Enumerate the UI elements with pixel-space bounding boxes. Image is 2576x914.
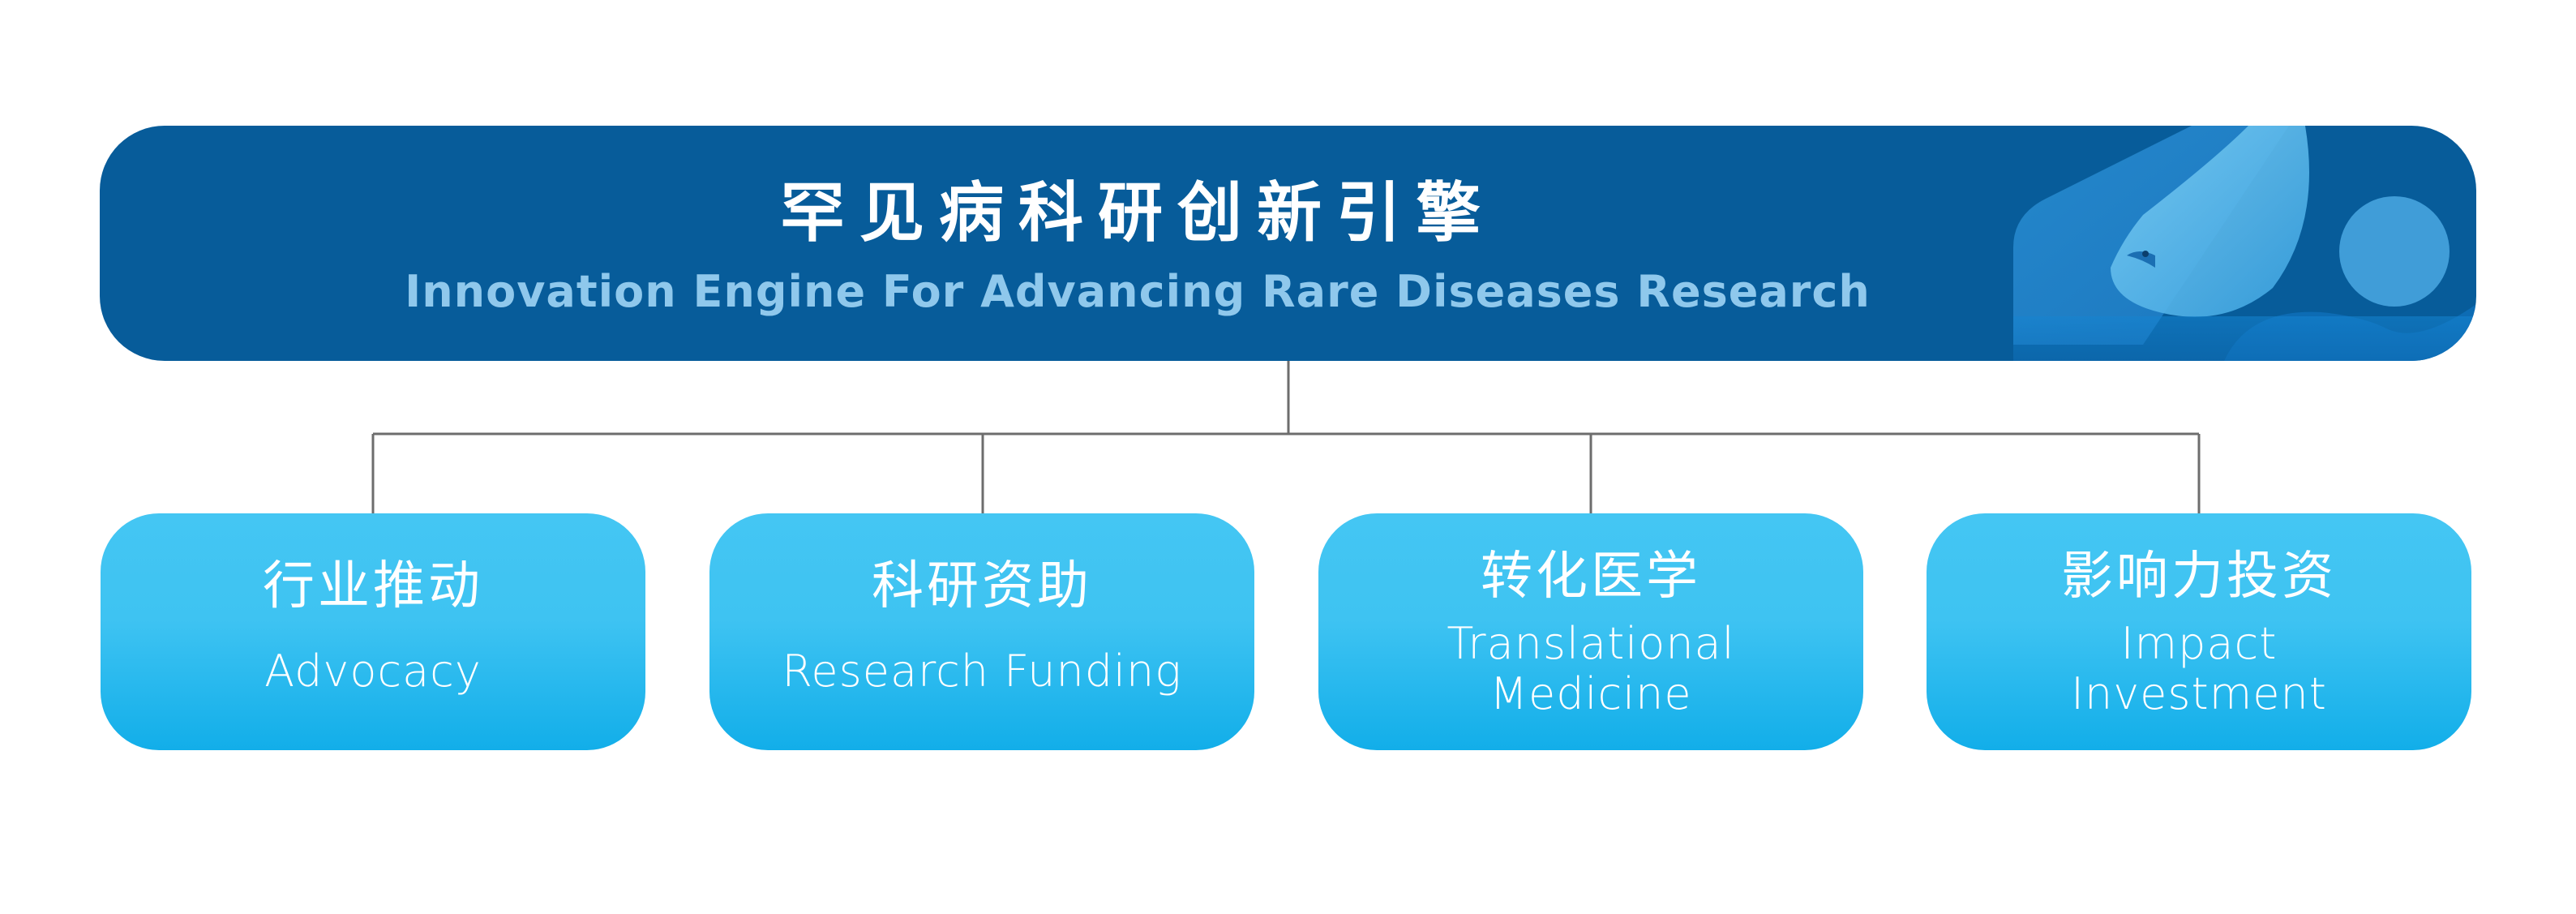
category-translational-medicine-cn: 转化医学 [1481, 547, 1701, 607]
category-advocacy: 行业推动 Advocacy [101, 513, 645, 750]
category-translational-medicine-en: Translational Medicine [1447, 618, 1735, 719]
category-translational-medicine: 转化医学 Translational Medicine [1318, 513, 1863, 750]
dove-bird-icon [2013, 126, 2476, 361]
category-impact-investment: 影响力投资 Impact Investment [1927, 513, 2471, 750]
header-title-en: Innovation Engine For Advancing Rare Dis… [405, 266, 1871, 317]
category-research-funding-en: Research Funding [782, 646, 1182, 697]
category-advocacy-en: Advocacy [264, 646, 482, 697]
category-impact-investment-en: Impact Investment [2071, 618, 2327, 719]
header-banner: 罕见病科研创新引擎 Innovation Engine For Advancin… [100, 126, 2476, 361]
category-impact-investment-cn: 影响力投资 [2061, 547, 2337, 607]
category-research-funding-cn: 科研资助 [872, 556, 1092, 616]
header-title-cn: 罕见病科研创新引擎 [780, 175, 1495, 251]
category-research-funding: 科研资助 Research Funding [709, 513, 1254, 750]
category-advocacy-cn: 行业推动 [263, 556, 483, 616]
